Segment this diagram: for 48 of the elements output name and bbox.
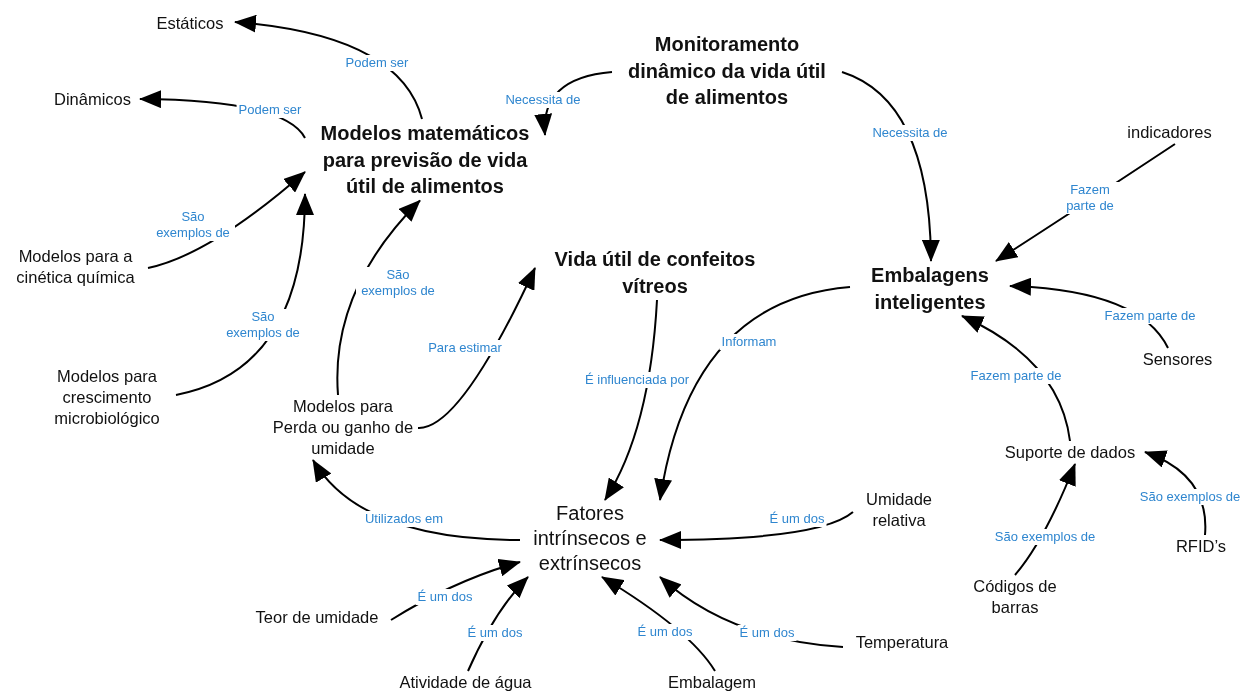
concept-text: Sensores <box>1130 348 1225 371</box>
concept-text: Suporte de dados <box>995 441 1145 464</box>
arrow <box>467 576 529 672</box>
edge-label: São exemplos de <box>1137 489 1240 505</box>
edge-label: Podem ser <box>343 55 411 71</box>
concept-text: Códigos de barras <box>958 575 1072 619</box>
concept-text: Modelos para a cinética química <box>3 245 148 289</box>
concept-text: Atividade de água <box>383 671 548 691</box>
edge-label: São exemplos de <box>992 529 1098 545</box>
concept-text: Temperatura <box>843 631 961 654</box>
edge-label: Fazem parte de <box>968 368 1064 384</box>
main-concept: Embalagens inteligentes <box>850 261 1010 316</box>
edge-label: Podem ser <box>236 102 304 118</box>
edge-label: É um dos <box>465 625 525 641</box>
concept-text: Teor de umidade <box>243 606 391 629</box>
edge-label: Para estimar <box>426 340 504 356</box>
concept-text: Umidade relativa <box>853 488 945 532</box>
edge-label: Utilizados em <box>363 511 445 527</box>
edge-label: É um dos <box>415 589 475 605</box>
arrow <box>604 299 658 501</box>
concept-text: Embalagem <box>658 671 766 691</box>
concept-text: Modelos para crescimento microbiológico <box>38 365 176 430</box>
edge-label: É um dos <box>767 511 827 527</box>
concept-text: Fatores intrínsecos e extrínsecos <box>520 500 660 577</box>
arrow <box>1144 451 1207 536</box>
arrow <box>1014 463 1076 576</box>
edge-label: Necessita de <box>503 92 583 108</box>
arrow <box>601 576 716 672</box>
arrow <box>841 71 940 262</box>
edge-label: Fazem parte de <box>1102 308 1198 324</box>
arrow <box>417 267 536 429</box>
edge-label: Necessita de <box>870 125 950 141</box>
arrow <box>659 511 854 549</box>
main-concept: Monitoramento dinâmico da vida útil de alimentos <box>612 30 842 112</box>
concept-text: indicadores <box>1112 121 1227 144</box>
arrow <box>654 286 851 501</box>
arrow <box>961 315 1071 442</box>
main-concept: Modelos matemáticos para previsão de vida útil de alimentos <box>305 119 545 201</box>
concept-text: Estáticos <box>145 12 235 35</box>
concept-text: Modelos para Perda ou ganho de umidade <box>268 395 418 460</box>
main-concept: Vida útil de confeitos vítreos <box>535 245 775 300</box>
arrow <box>234 15 423 120</box>
edge-label: Informam <box>719 334 779 350</box>
concept-text: Dinâmicos <box>45 88 140 111</box>
arrow <box>336 199 421 396</box>
concept-text: RFID’s <box>1166 535 1236 558</box>
edge-label: É um dos <box>635 624 695 640</box>
edge-label: É um dos <box>737 625 797 641</box>
